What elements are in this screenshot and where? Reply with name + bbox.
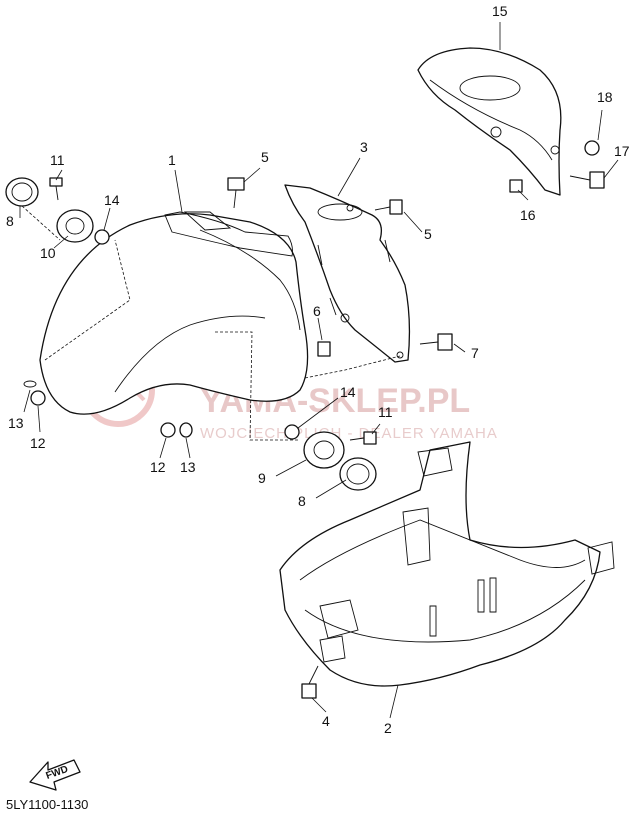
callout-3: 3 bbox=[360, 139, 368, 155]
blind-plug-part-8-left bbox=[5, 177, 39, 207]
callout-6: 6 bbox=[313, 303, 321, 319]
washer-part-13-left bbox=[23, 380, 37, 388]
screw-part-7 bbox=[419, 333, 453, 351]
callout-14-left: 14 bbox=[104, 192, 120, 208]
callout-16: 16 bbox=[520, 207, 536, 223]
bolt-part-5-right bbox=[374, 199, 403, 215]
callout-15: 15 bbox=[492, 3, 508, 19]
nut-part-14-left bbox=[94, 229, 110, 245]
lower-cover-part-2 bbox=[279, 441, 615, 687]
callout-9: 9 bbox=[258, 470, 266, 486]
callout-11-left: 11 bbox=[50, 152, 65, 168]
fwd-arrow: FWD bbox=[29, 759, 81, 791]
callout-14-right: 14 bbox=[340, 384, 356, 400]
inner-panel-part-3 bbox=[284, 184, 411, 363]
callout-13-right: 13 bbox=[180, 459, 196, 475]
leader-lines bbox=[19, 22, 619, 719]
nut-part-12-right bbox=[160, 422, 176, 438]
callout-2: 2 bbox=[384, 720, 392, 736]
callout-11-right: 11 bbox=[378, 404, 393, 420]
reference-code: 5LY1100-1130 bbox=[6, 797, 89, 812]
screw-part-17 bbox=[569, 171, 605, 189]
bolt-part-5-upper bbox=[227, 177, 245, 209]
blind-plug-part-8-right bbox=[339, 457, 377, 491]
callouts: 1 2 3 4 5 5 6 7 8 8 9 10 11 11 12 12 13 … bbox=[6, 3, 630, 736]
callout-1: 1 bbox=[168, 152, 176, 168]
callout-5-upper: 5 bbox=[261, 149, 269, 165]
clip-part-6 bbox=[317, 341, 331, 357]
callout-8-left: 8 bbox=[6, 213, 14, 229]
callout-8-right: 8 bbox=[298, 493, 306, 509]
bracket-part-15 bbox=[417, 47, 562, 196]
callout-17: 17 bbox=[614, 143, 630, 159]
grommet-part-10 bbox=[56, 209, 94, 243]
clip-part-16 bbox=[509, 179, 523, 193]
callout-12-left: 12 bbox=[30, 435, 46, 451]
callout-18: 18 bbox=[597, 89, 613, 105]
front-fender-part-1 bbox=[39, 211, 309, 415]
screw-part-11-right bbox=[349, 431, 377, 445]
callout-5-right: 5 bbox=[424, 226, 432, 242]
watermark: YAMA-SKLEP.PL WOJCIECH PLICH - DEALER YA… bbox=[81, 353, 498, 442]
callout-10: 10 bbox=[40, 245, 56, 261]
bolt-part-4 bbox=[301, 665, 319, 699]
watermark-sub: WOJCIECH PLICH - DEALER YAMAHA bbox=[200, 425, 498, 442]
washer-part-13-right bbox=[179, 422, 193, 438]
callout-4: 4 bbox=[322, 713, 330, 729]
nut-part-14-right bbox=[284, 424, 300, 440]
grommet-part-9 bbox=[303, 431, 345, 469]
callout-7: 7 bbox=[471, 345, 479, 361]
nut-part-12-left bbox=[30, 390, 46, 406]
callout-13-left: 13 bbox=[8, 415, 24, 431]
nut-part-18 bbox=[584, 140, 600, 156]
callout-12-right: 12 bbox=[150, 459, 166, 475]
screw-part-11-left bbox=[49, 177, 63, 201]
